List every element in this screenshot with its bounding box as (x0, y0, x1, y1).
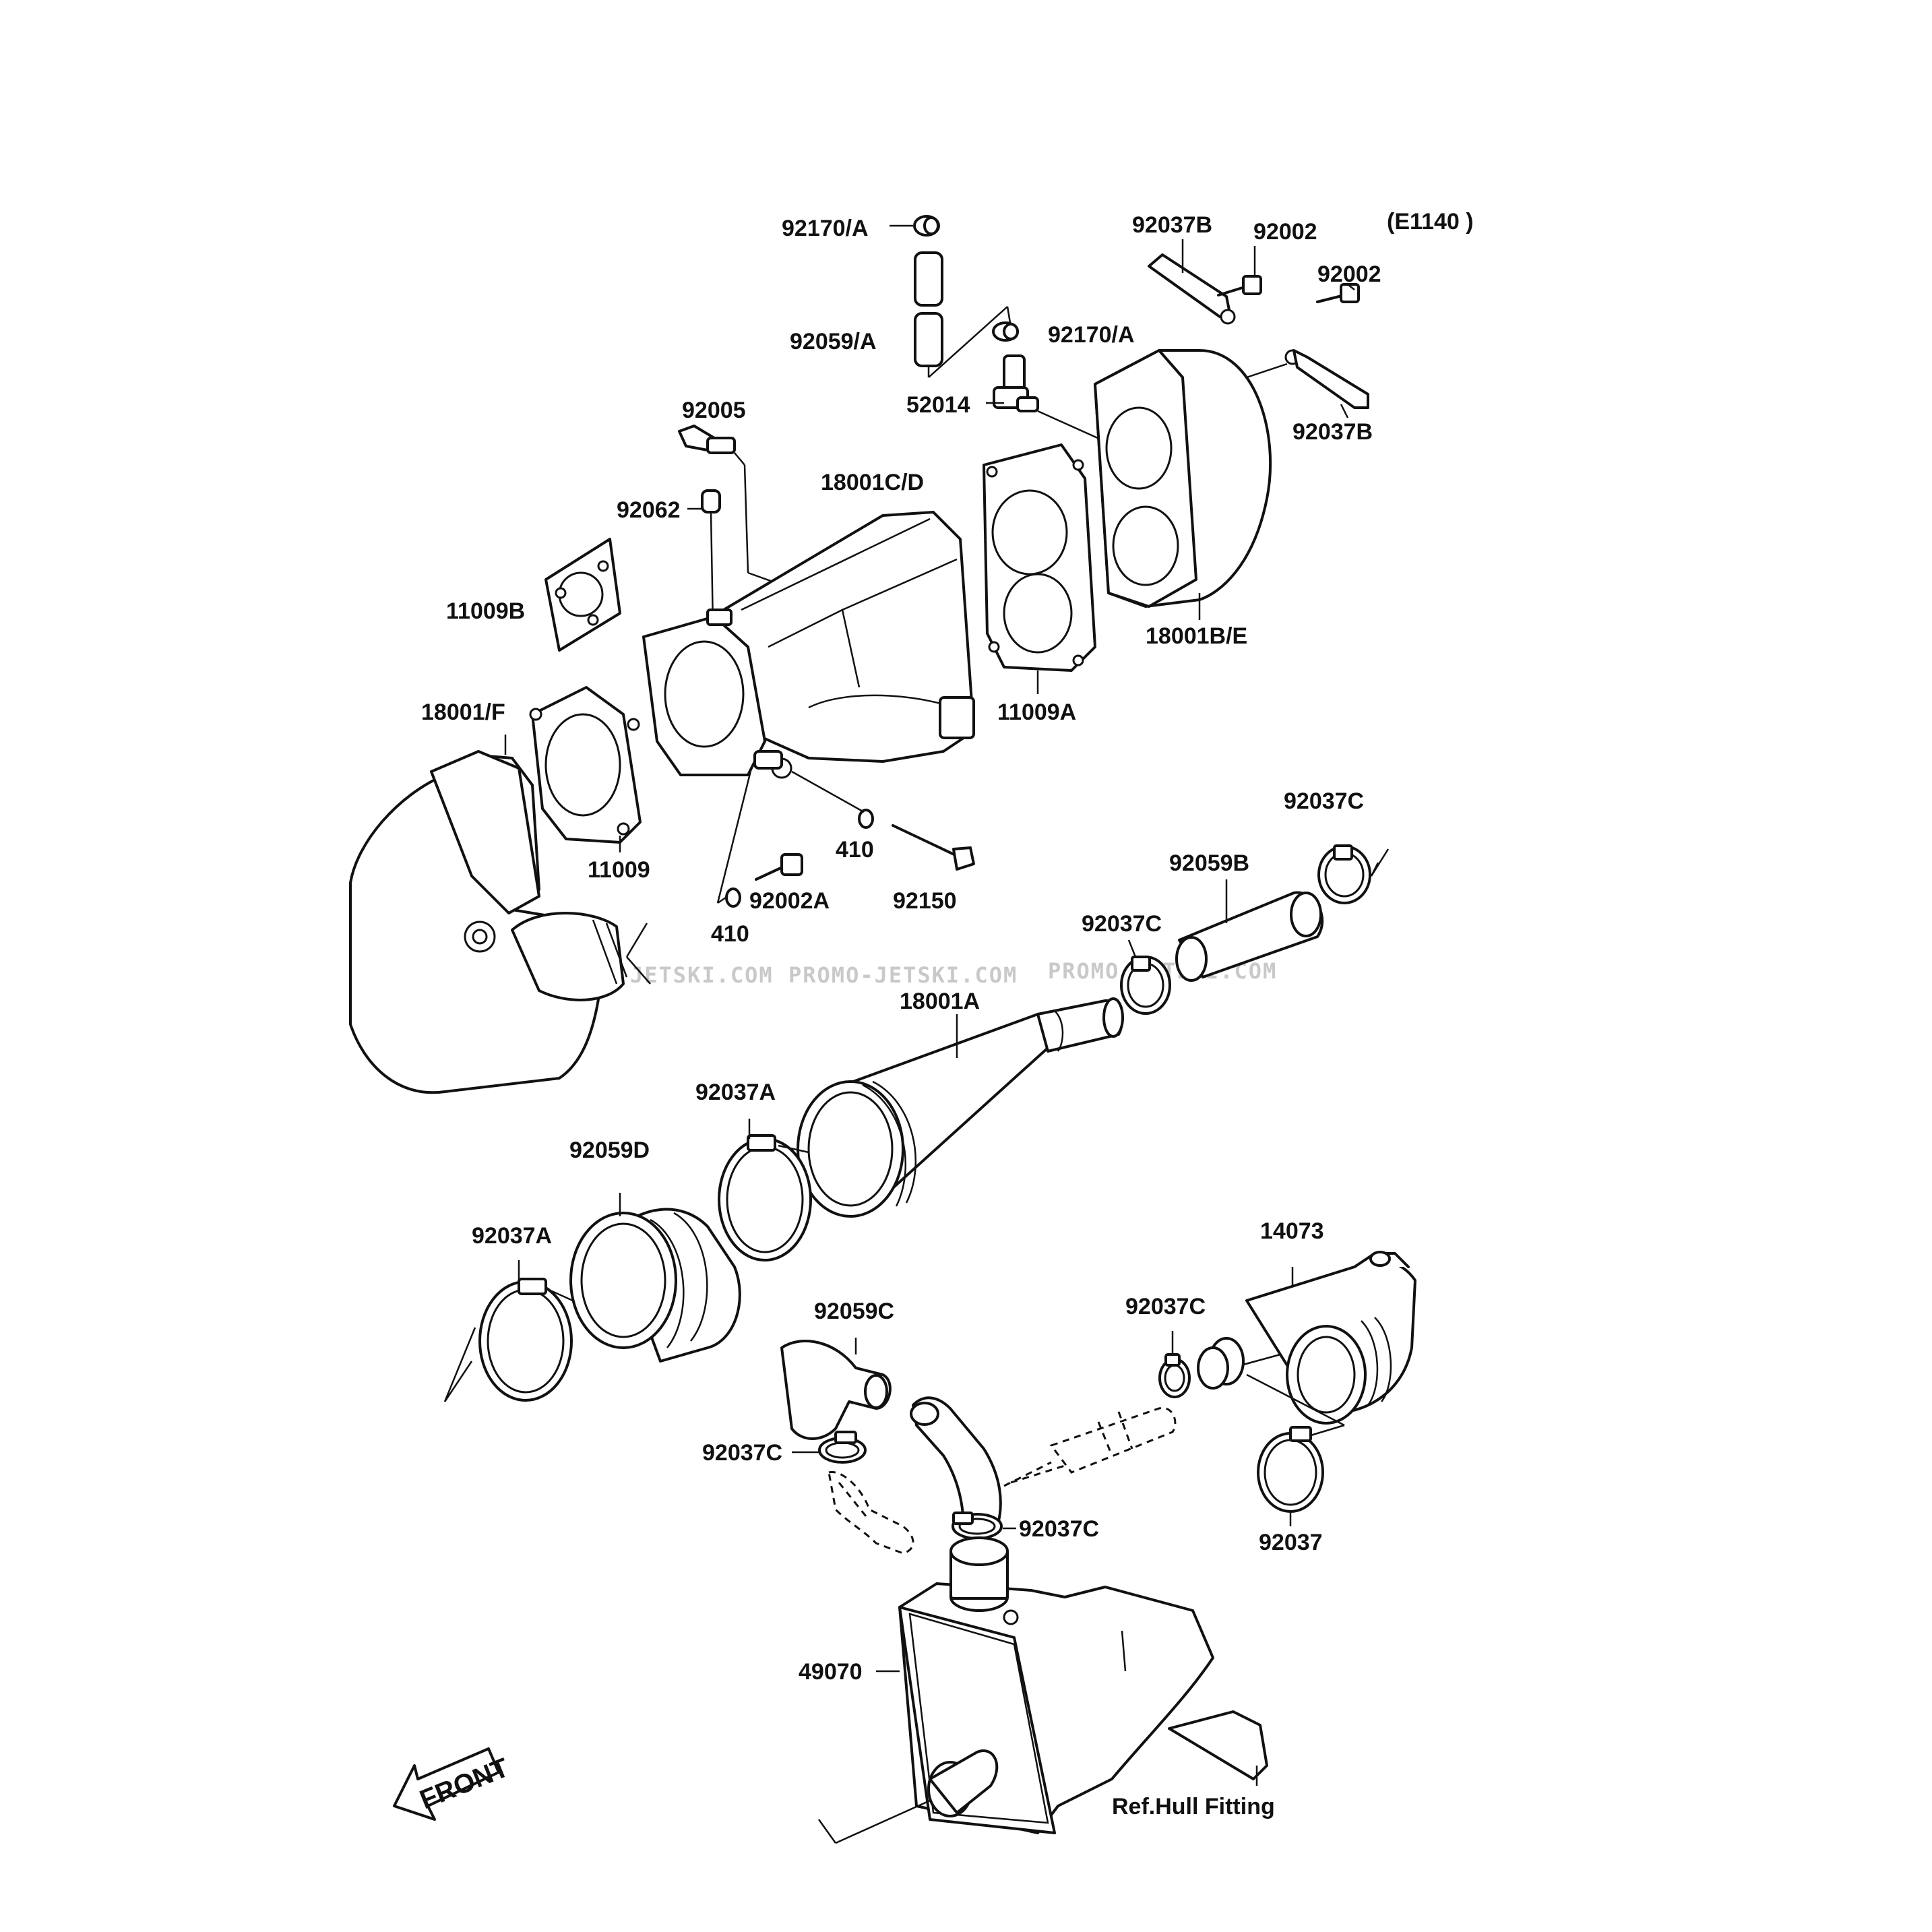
label-49070: 49070 (799, 1659, 863, 1685)
elbow-92059C-lower (910, 1396, 1052, 1531)
label-92037C-a: 92037C (1284, 788, 1364, 814)
watermark-text-1: JETSKI.COM (630, 962, 774, 988)
label-92037A-a: 92037A (695, 1080, 776, 1105)
label-92150: 92150 (893, 888, 957, 914)
hose-92059D (569, 1193, 741, 1363)
connector-92037C-pipe (1197, 1337, 1345, 1427)
label-52014: 52014 (906, 392, 970, 418)
manifold-18001CD (642, 511, 975, 779)
part-labels: (E1140 ) 92170/A 92059/A 92170/A 52014 9… (421, 209, 1474, 1819)
label-11009A: 11009A (997, 699, 1076, 725)
label-ref-hull-fitting: Ref.Hull Fitting (1112, 1794, 1275, 1819)
washer-410-b (716, 768, 753, 908)
hose-92059A (914, 251, 1012, 378)
gasket-11009 (529, 686, 642, 852)
label-14073: 14073 (1260, 1218, 1324, 1244)
label-92037C-d: 92037C (702, 1440, 782, 1466)
label-18001A: 18001A (900, 989, 980, 1014)
label-92037C-c: 92037C (1125, 1294, 1206, 1319)
label-11009: 11009 (588, 857, 650, 883)
watermark-text-2: PROMO-JETSKI.COM (788, 962, 1018, 988)
elbow-lower-dashed (828, 1471, 914, 1555)
hidden-pipe-dashed (1010, 1406, 1177, 1484)
front-arrow: FRONT (393, 1747, 513, 1821)
fitting-14073 (1245, 1251, 1416, 1425)
diagram-code: (E1140 ) (1387, 209, 1474, 235)
gasket-11009B (544, 538, 621, 652)
label-92170A-top: 92170/A (782, 216, 869, 241)
label-92002-b: 92002 (1317, 261, 1381, 287)
hull-fitting-plate (1168, 1710, 1268, 1786)
hose-92059B (1175, 879, 1324, 982)
bolt-92002-a (1217, 246, 1262, 297)
label-410-b: 410 (711, 921, 749, 947)
label-18001F: 18001/F (421, 699, 505, 725)
clamp-92037C-e (952, 1512, 1016, 1540)
label-92062: 92062 (617, 497, 681, 523)
clamp-92037A-a (718, 1119, 812, 1261)
label-92059C: 92059C (814, 1299, 894, 1324)
label-18001CD: 18001C/D (821, 470, 924, 495)
watermark: JETSKI.COM PROMO-JETSKI.COM PROMO-JETSKI… (630, 958, 1276, 988)
label-410-a: 410 (836, 837, 874, 863)
clamp-92037C-c (1158, 1331, 1191, 1398)
clamp-92037C-d (792, 1431, 867, 1464)
cover-18001BE (1094, 349, 1272, 620)
label-92059D: 92059D (569, 1138, 650, 1163)
label-11009B: 11009B (446, 598, 525, 624)
pipe-18001A (797, 997, 1124, 1218)
box-49070 (817, 1536, 1214, 1844)
clamp-92037 (1257, 1424, 1345, 1526)
elbow-92059C (780, 1338, 892, 1440)
clamp-92037C-a (1317, 844, 1390, 904)
label-92037: 92037 (1259, 1530, 1323, 1555)
label-92037B-right: 92037B (1292, 419, 1373, 445)
label-92059A: 92059/A (790, 329, 877, 354)
washer-410-a (791, 770, 874, 829)
label-92059B: 92059B (1169, 850, 1249, 876)
bolt-92002-b (1316, 283, 1360, 303)
plug-92062 (687, 489, 721, 627)
label-92170A-mid: 92170/A (1048, 322, 1135, 348)
bolt-92005 (678, 425, 843, 608)
bolt-92002A (755, 853, 803, 881)
gasket-11009A (983, 443, 1096, 694)
label-92002A: 92002A (749, 888, 830, 914)
label-92037C-e: 92037C (1019, 1516, 1099, 1542)
label-92037B-top: 92037B (1132, 212, 1212, 238)
strap-92037B-right (1246, 349, 1369, 418)
cover-18001F (349, 735, 651, 1094)
label-92002-a: 92002 (1253, 219, 1317, 245)
fitting-92170A-top (890, 215, 940, 237)
label-92037C-b: 92037C (1082, 911, 1162, 937)
elbow-52014 (986, 354, 1106, 443)
label-92005: 92005 (682, 398, 746, 423)
clamp-92037C-b (1120, 939, 1171, 1015)
label-18001BE: 18001B/E (1146, 623, 1247, 649)
bolt-92150 (892, 824, 975, 871)
label-92037A-b: 92037A (472, 1223, 552, 1249)
clamp-92037A-b (443, 1260, 573, 1402)
strap-92037B-top (1148, 239, 1236, 325)
fitting-92170A-mid (992, 321, 1019, 342)
